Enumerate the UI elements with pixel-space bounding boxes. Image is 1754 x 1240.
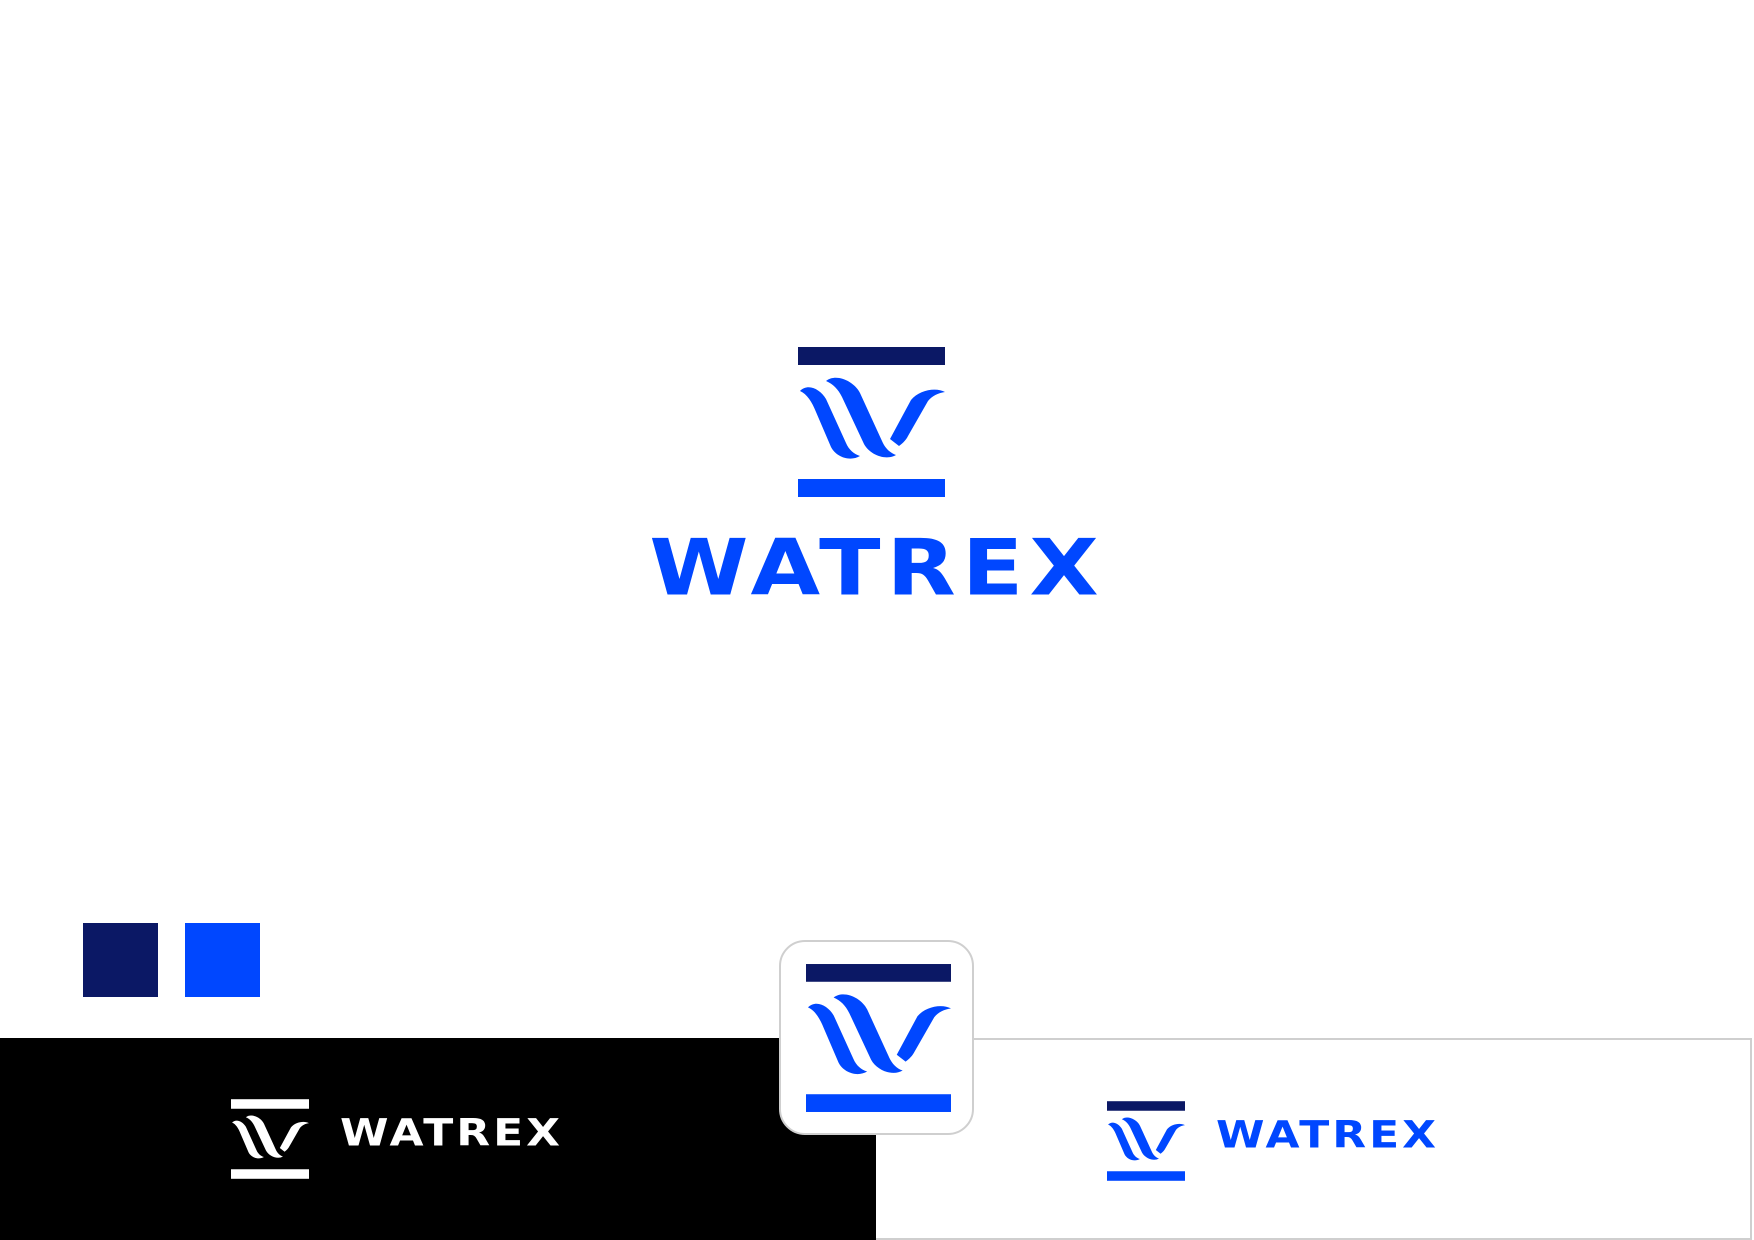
logo-on-white-panel: WATREX [876, 1038, 1752, 1240]
app-icon-tile [779, 940, 974, 1135]
logo-on-black-panel: WATREX [0, 1038, 876, 1240]
watrex-w-mark-icon [231, 1099, 309, 1179]
watrex-w-mark-icon [798, 347, 945, 497]
watrex-w-mark-icon [806, 964, 951, 1112]
color-swatch-navy [83, 923, 158, 997]
wordmark-white: WATREX [340, 1111, 564, 1155]
color-swatch-blue [185, 923, 260, 997]
main-wordmark: WATREX [649, 523, 1105, 614]
watrex-w-mark-icon [1107, 1101, 1185, 1181]
wordmark-blue: WATREX [1216, 1113, 1440, 1157]
